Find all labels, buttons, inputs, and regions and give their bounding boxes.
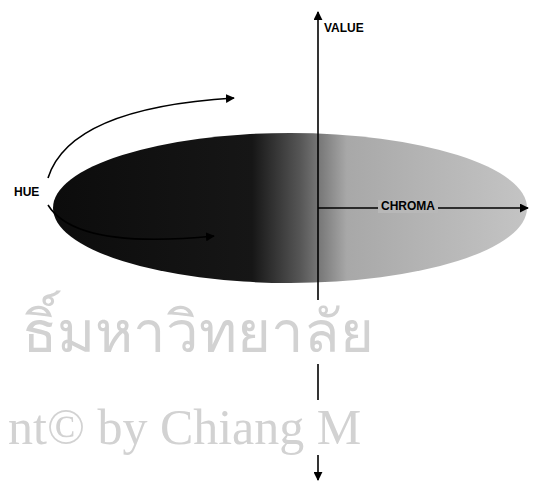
hue-arrow-upper: [48, 98, 234, 178]
watermark: nt© by Chiang M: [6, 400, 363, 455]
axis-label: HUE: [14, 186, 39, 199]
axis-label: VALUE: [324, 22, 364, 35]
axis-label: CHROMA: [378, 200, 438, 213]
hue-disc: [53, 133, 527, 283]
watermark: ธิ์มหาวิทยาลัย: [20, 300, 376, 364]
hue-arrow-lower: [48, 205, 214, 239]
